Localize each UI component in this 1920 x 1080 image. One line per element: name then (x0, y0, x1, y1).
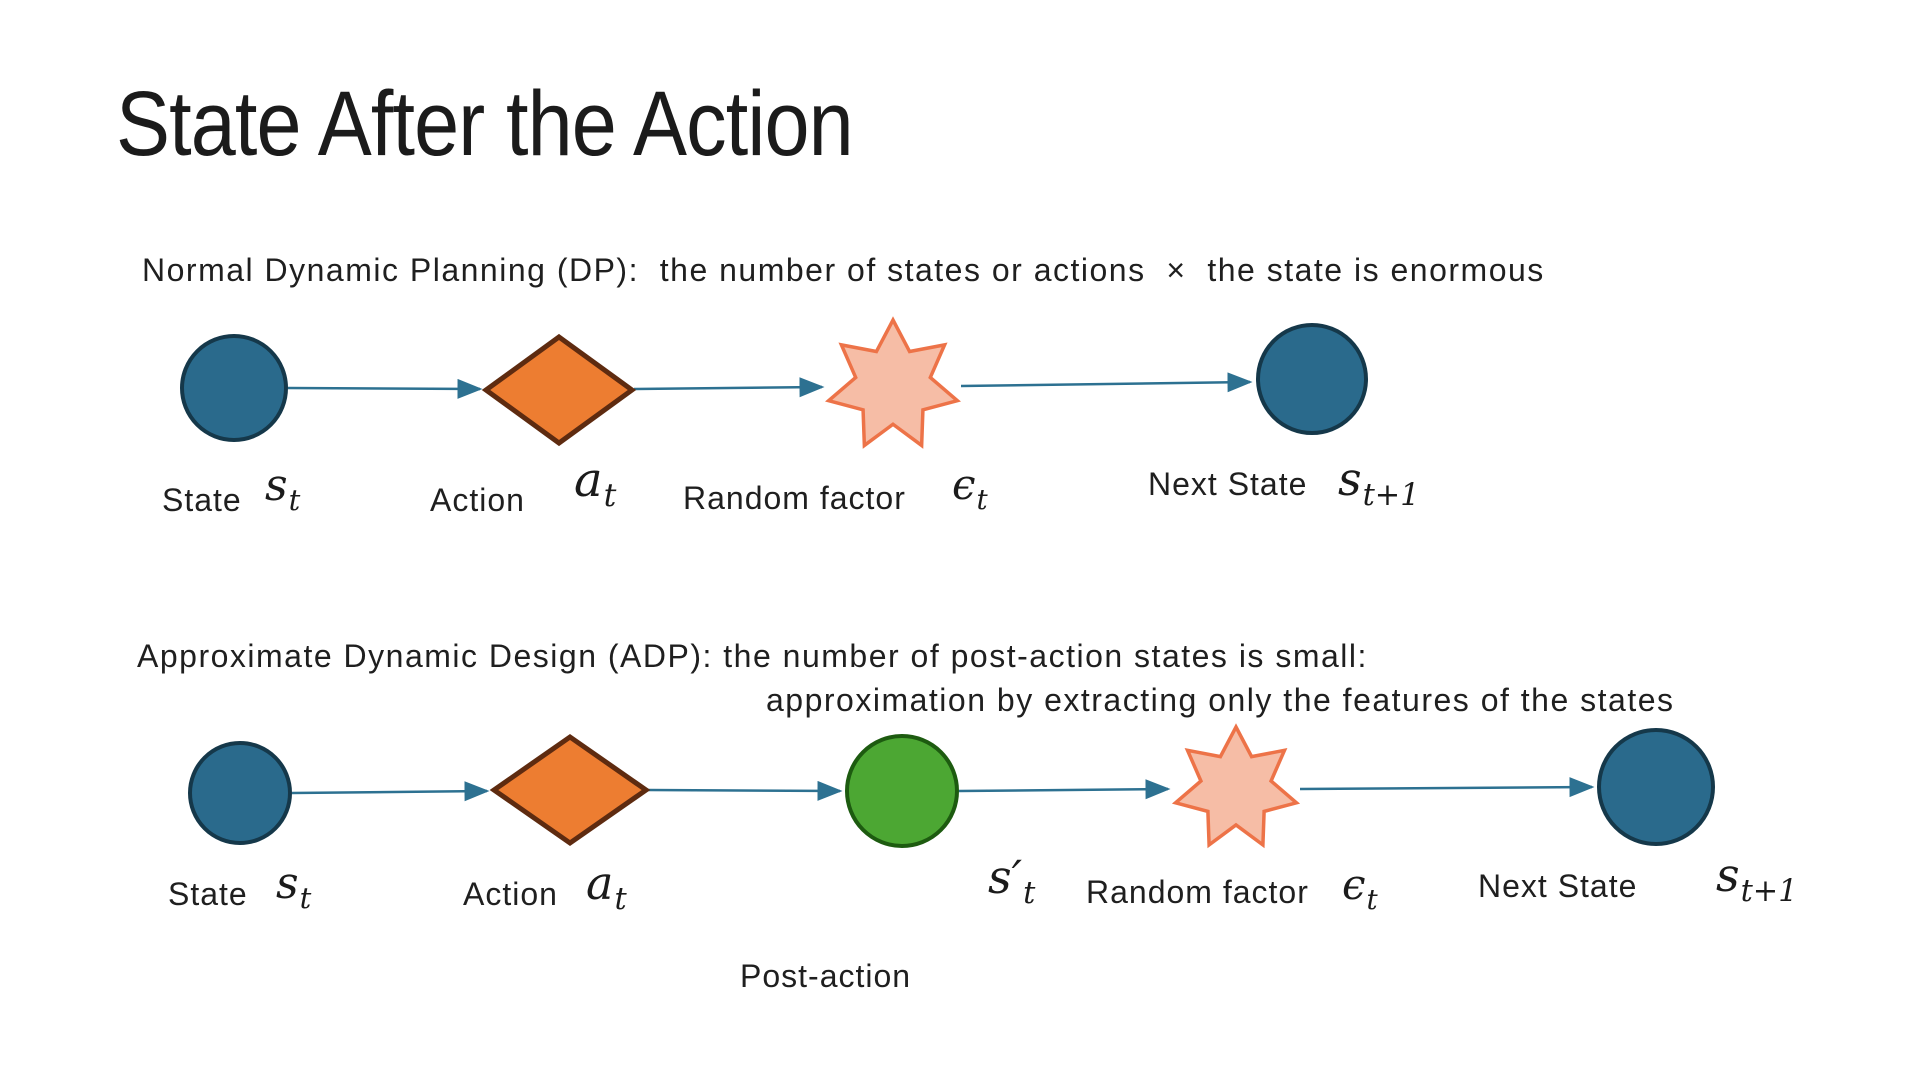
adp-heading-line1: Approximate Dynamic Design (ADP): the nu… (137, 638, 1368, 674)
adp-state-circle (188, 741, 292, 845)
adp-action-diamond (489, 733, 651, 847)
adp-post-action-symbol: s′t (988, 850, 1036, 911)
adp-random-factor-star (1176, 727, 1297, 845)
dp-arrow-action-to-random (633, 377, 825, 398)
dp-random-factor-star (829, 320, 958, 445)
dp-heading: Normal Dynamic Planning (DP): the number… (142, 252, 1545, 288)
adp-diagram (188, 690, 1715, 885)
adp-action-label: Action (463, 876, 558, 912)
dp-next-state-symbol: st+1 (1338, 452, 1420, 513)
adp-state-label: State (168, 876, 248, 912)
adp-arrow-post-to-random (958, 779, 1171, 800)
dp-action-symbol: at (574, 452, 617, 514)
adp-arrow-random-to-next (1299, 777, 1595, 798)
dp-state-circle (180, 334, 288, 442)
adp-random-factor-label: Random factor (1086, 874, 1309, 910)
adp-random-factor-symbol: ϵt (1342, 860, 1378, 916)
dp-random-factor-label: Random factor (683, 480, 906, 516)
adp-next-state-label: Next State (1478, 868, 1638, 904)
adp-post-action-label: Post-action State (740, 866, 911, 1080)
adp-heading-line2: approximation by extracting only the fea… (766, 682, 1675, 718)
dp-state-label: State (162, 482, 242, 518)
adp-action-symbol: at (586, 856, 627, 917)
dp-next-state-circle (1256, 323, 1368, 435)
dp-arrow-state-to-action (287, 378, 483, 399)
adp-next-state-circle (1597, 728, 1715, 846)
dp-next-state-label: Next State (1148, 466, 1308, 502)
adp-arrow-state-to-action (291, 781, 490, 802)
dp-action-label: Action (430, 482, 525, 518)
dp-state-symbol: st (265, 460, 301, 517)
dp-action-diamond (481, 333, 637, 447)
adp-state-symbol: st (276, 858, 312, 915)
slide-title: State After the Action (116, 73, 854, 175)
adp-post-action-state-circle (845, 734, 959, 848)
adp-arrow-action-to-post (647, 780, 843, 801)
adp-next-state-symbol: st+1 (1716, 848, 1798, 909)
dp-arrow-random-to-next (960, 372, 1253, 393)
dp-random-factor-symbol: ϵt (952, 460, 988, 516)
adp-post-action-label-line1: Post-action (740, 958, 912, 994)
